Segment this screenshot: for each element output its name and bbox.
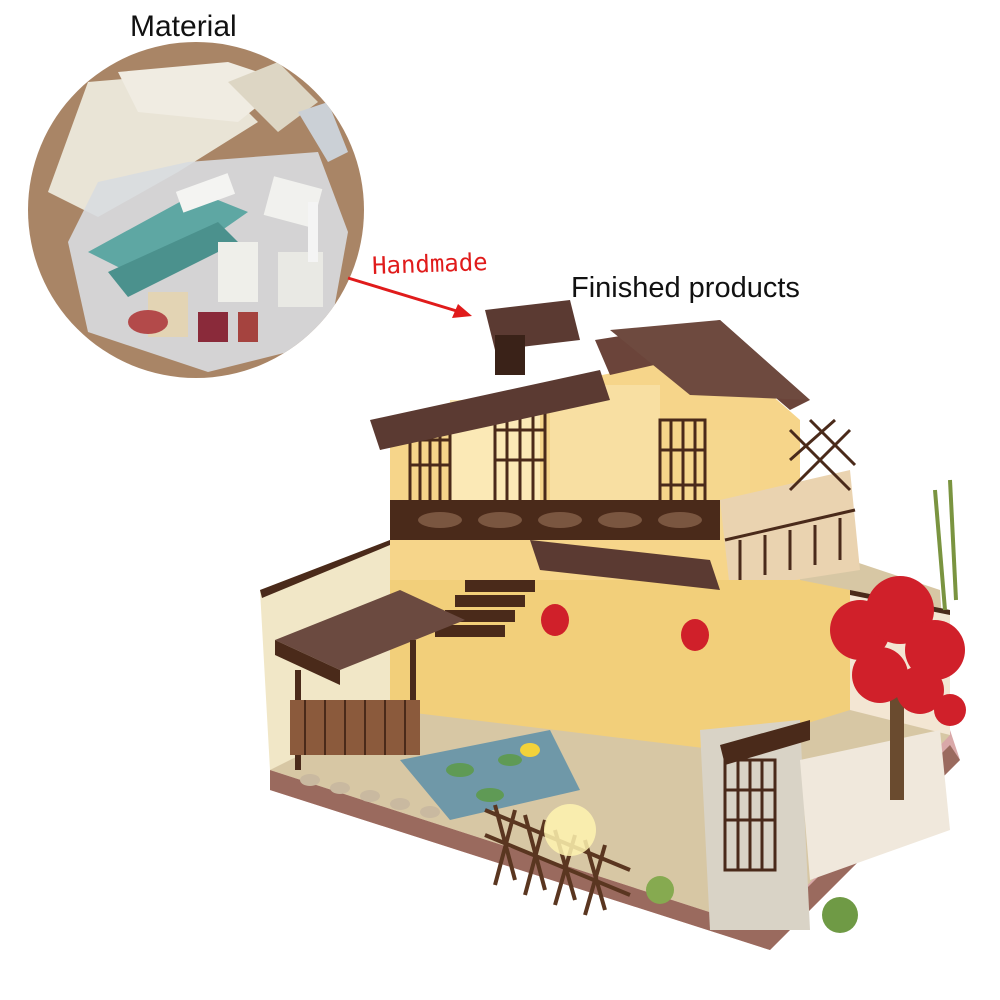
material-label: Material xyxy=(130,10,237,43)
finished-house-photo xyxy=(250,290,980,995)
arrow-right-icon xyxy=(347,276,472,318)
finished-products-label: Finished products xyxy=(571,272,800,304)
material-photo xyxy=(28,42,364,378)
